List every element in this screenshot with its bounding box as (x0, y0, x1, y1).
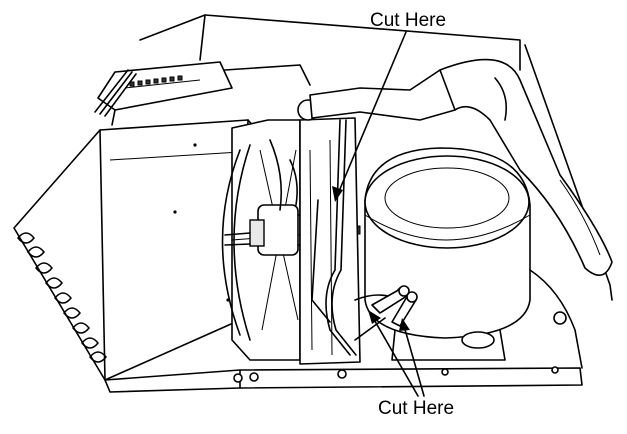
suction-hose (309, 58, 613, 276)
coil-loops (17, 232, 107, 363)
callout-top-arrowhead (332, 186, 343, 202)
callout-bottom-arrowhead-right (399, 318, 410, 331)
callout-bottom-line-right (403, 325, 425, 397)
callout-bottom: Cut Here (368, 310, 454, 419)
process-tubes (354, 285, 418, 341)
electrical-box (94, 61, 233, 126)
callout-bottom-arrowhead-left (368, 310, 381, 324)
callout-top-label: Cut Here (370, 10, 446, 31)
callout-bottom-line-left (371, 315, 419, 397)
base-pan (104, 366, 583, 393)
callout-top-line (336, 31, 407, 197)
condenser-coil (13, 119, 256, 381)
wire-bundle (94, 69, 137, 117)
callout-bottom-label: Cut Here (378, 398, 454, 419)
callout-top: Cut Here (332, 10, 446, 202)
